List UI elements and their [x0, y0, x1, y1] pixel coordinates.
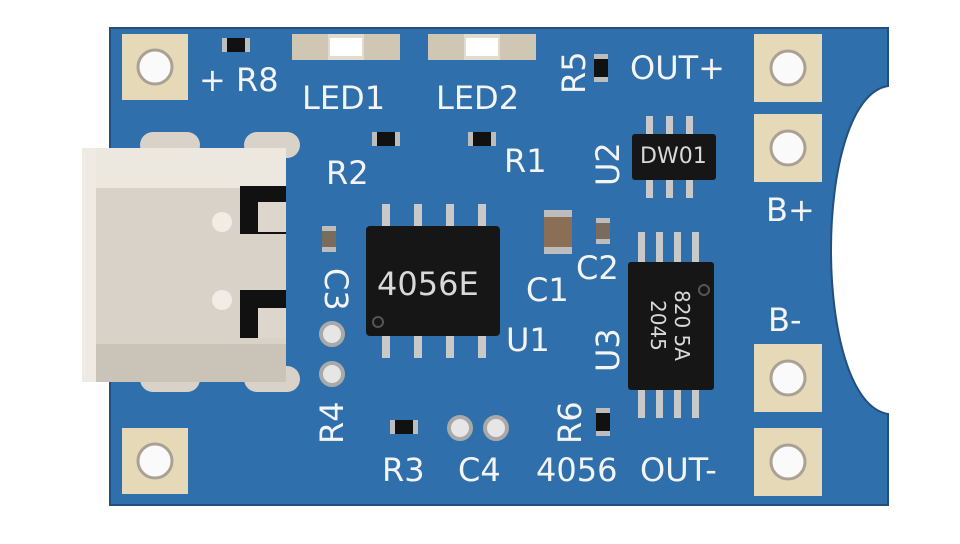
resistor-r1 — [468, 132, 496, 146]
usb-c-connector — [82, 132, 300, 392]
usb-pin-window — [258, 308, 286, 338]
ic-u2-dw01 — [632, 116, 716, 198]
label-r2: R2 — [326, 154, 369, 192]
usb-shell-top-edge — [82, 148, 286, 188]
chip-marking-mosfet-line2: 2045 — [646, 300, 670, 351]
via — [319, 321, 345, 347]
led1 — [292, 34, 400, 60]
label-r8: + R8 — [199, 61, 279, 99]
vias — [319, 321, 509, 441]
chip-marking-4056e: 4056E — [377, 265, 479, 303]
resistor-r8 — [222, 38, 250, 52]
pad-b-plus — [754, 114, 822, 182]
chip-marking-dw01: DW01 — [640, 144, 707, 169]
pad-b-minus — [754, 344, 822, 412]
pad-out-minus — [754, 428, 822, 496]
label-r5: R5 — [555, 51, 593, 94]
label-r6: R6 — [551, 401, 589, 444]
capacitor-c3-smd — [322, 226, 336, 252]
resistor-r5 — [594, 54, 608, 82]
label-led2: LED2 — [436, 79, 520, 117]
ic-u3-8205a — [628, 232, 714, 418]
via — [319, 361, 345, 387]
led2 — [428, 34, 536, 60]
label-b-minus: B- — [768, 301, 802, 339]
label-b-plus: B+ — [766, 191, 815, 229]
via — [447, 415, 473, 441]
label-c4: C4 — [458, 451, 501, 489]
label-u3: U3 — [589, 328, 627, 372]
usb-shell — [82, 148, 286, 382]
resistor-r6 — [596, 408, 610, 436]
label-c2: C2 — [576, 249, 619, 287]
pin1-marker — [698, 284, 710, 296]
label-r4: R4 — [313, 401, 351, 444]
usb-shell-left-edge — [82, 148, 96, 382]
label-r3: R3 — [382, 451, 425, 489]
label-c3: C3 — [317, 268, 355, 311]
smd-components — [222, 38, 610, 436]
label-u2: U2 — [589, 142, 627, 186]
ic-u1-4056e — [366, 204, 500, 358]
pin1-marker — [372, 316, 384, 328]
label-out-plus: OUT+ — [630, 49, 725, 87]
label-led1: LED1 — [302, 79, 386, 117]
label-out-minus: OUT- — [640, 451, 717, 489]
chip-marking-mosfet-line1: 820 5A — [670, 290, 694, 361]
usb-shell-bottom-edge — [82, 344, 286, 382]
usb-pin-window — [258, 202, 286, 232]
mount-pads — [122, 34, 822, 496]
pad-top-left — [122, 34, 188, 100]
label-u1: U1 — [506, 321, 550, 359]
resistor-r2 — [372, 132, 400, 146]
label-c1: C1 — [526, 271, 569, 309]
resistor-r3 — [390, 420, 418, 434]
capacitor-c2 — [596, 218, 610, 244]
usb-shell-dimple — [212, 212, 232, 232]
pad-out-plus — [754, 34, 822, 102]
capacitor-c1 — [544, 210, 572, 254]
label-r1: R1 — [504, 142, 547, 180]
pad-bottom-left — [122, 428, 188, 494]
label-board-name: 4056 — [536, 451, 618, 489]
via — [483, 415, 509, 441]
usb-shell-dimple — [212, 290, 232, 310]
